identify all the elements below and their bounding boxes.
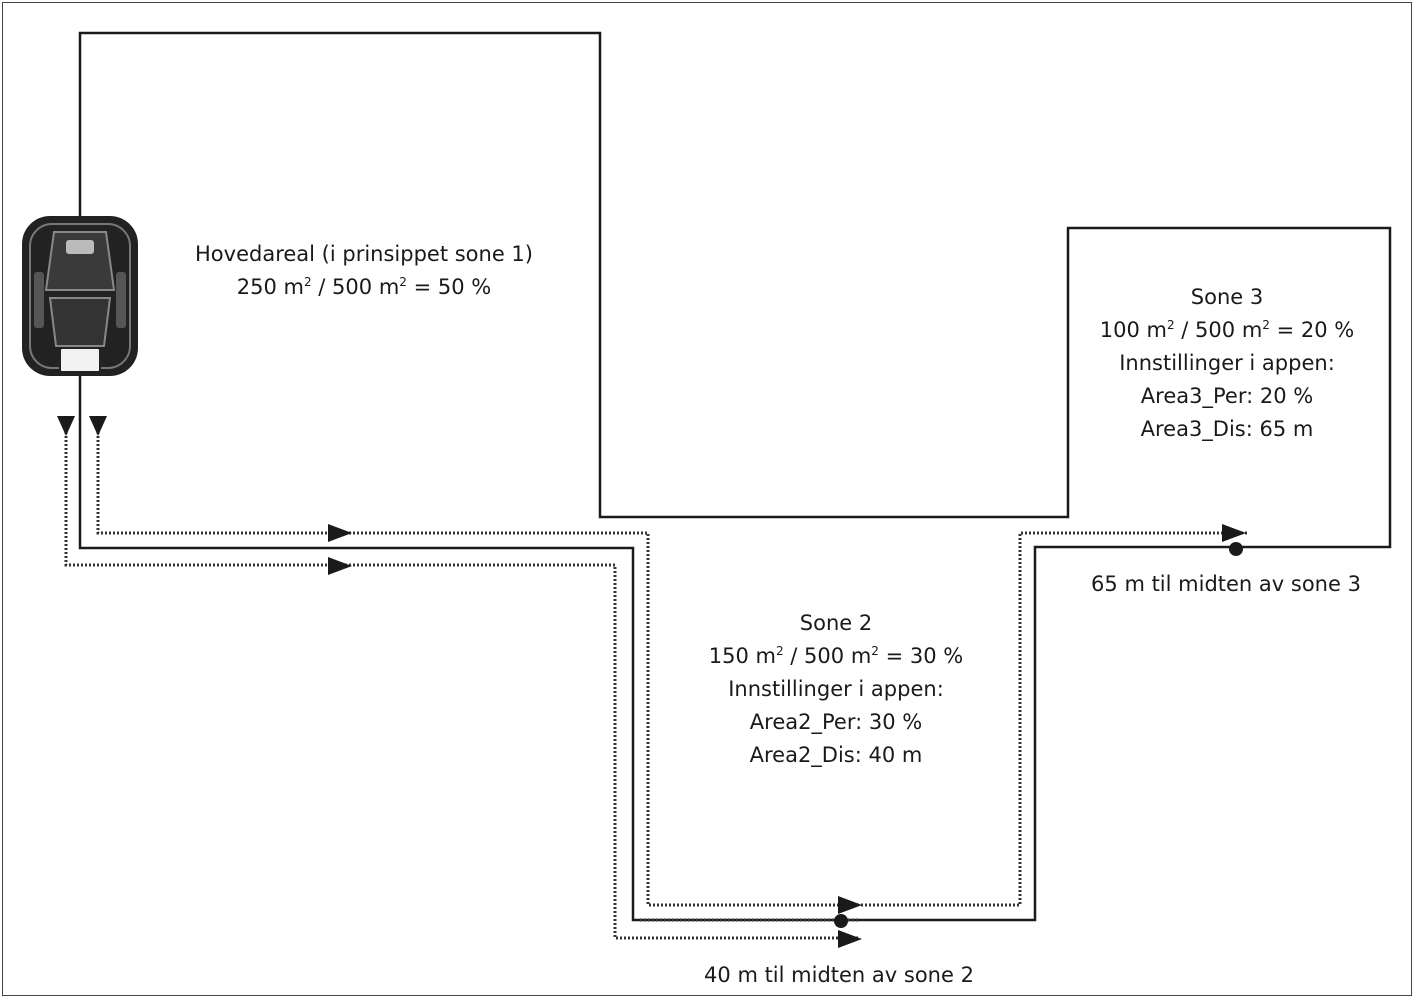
direction-arrow-icon	[328, 524, 352, 542]
direction-arrow-icon	[838, 896, 862, 914]
route-to-zone-2	[64, 420, 860, 940]
main-area-title: Hovedareal (i prinsippet sone 1)	[195, 242, 533, 266]
zone-3-distance-setting: Area3_Dis: 65 m	[1140, 417, 1314, 441]
main-area-label: Hovedareal (i prinsippet sone 1) 250 m2 …	[195, 238, 533, 304]
zone-3-center-dot-icon	[1229, 542, 1243, 556]
zone-2-center-dot-icon	[834, 914, 848, 928]
zone-2-settings-heading: Innstillinger i appen:	[728, 677, 944, 701]
zone-3-ratio: 100 m2 / 500 m2 = 20 %	[1099, 318, 1355, 342]
zone-2-distance-setting: Area2_Dis: 40 m	[749, 743, 923, 767]
route-to-zone-3	[96, 420, 1248, 907]
direction-arrow-icon	[838, 930, 862, 948]
direction-arrow-icon	[328, 557, 352, 575]
robot-mower-icon	[22, 216, 138, 376]
zone-3-title: Sone 3	[1190, 285, 1264, 309]
zone-2-ratio: 150 m2 / 500 m2 = 30 %	[708, 644, 964, 668]
zone-3-label: Sone 3 100 m2 / 500 m2 = 20 % Innstillin…	[1100, 281, 1354, 446]
zone-3-distance-label: 65 m til midten av sone 3	[1091, 572, 1361, 596]
direction-arrow-icon	[89, 416, 107, 436]
direction-arrow-icon	[57, 416, 75, 436]
zone-2-percent-setting: Area2_Per: 30 %	[749, 710, 923, 734]
main-area-ratio: 250 m2 / 500 m2 = 50 %	[236, 275, 492, 299]
boundary-wire	[78, 31, 1392, 549]
zone-2-distance-label: 40 m til midten av sone 2	[704, 963, 974, 987]
guide-wire	[78, 375, 1234, 922]
zone-3-settings-heading: Innstillinger i appen:	[1119, 351, 1335, 375]
zone-3-percent-setting: Area3_Per: 20 %	[1140, 384, 1314, 408]
zone-2-title: Sone 2	[799, 611, 873, 635]
direction-arrow-icon	[1222, 524, 1246, 542]
zone-2-label: Sone 2 150 m2 / 500 m2 = 30 % Innstillin…	[709, 607, 963, 772]
